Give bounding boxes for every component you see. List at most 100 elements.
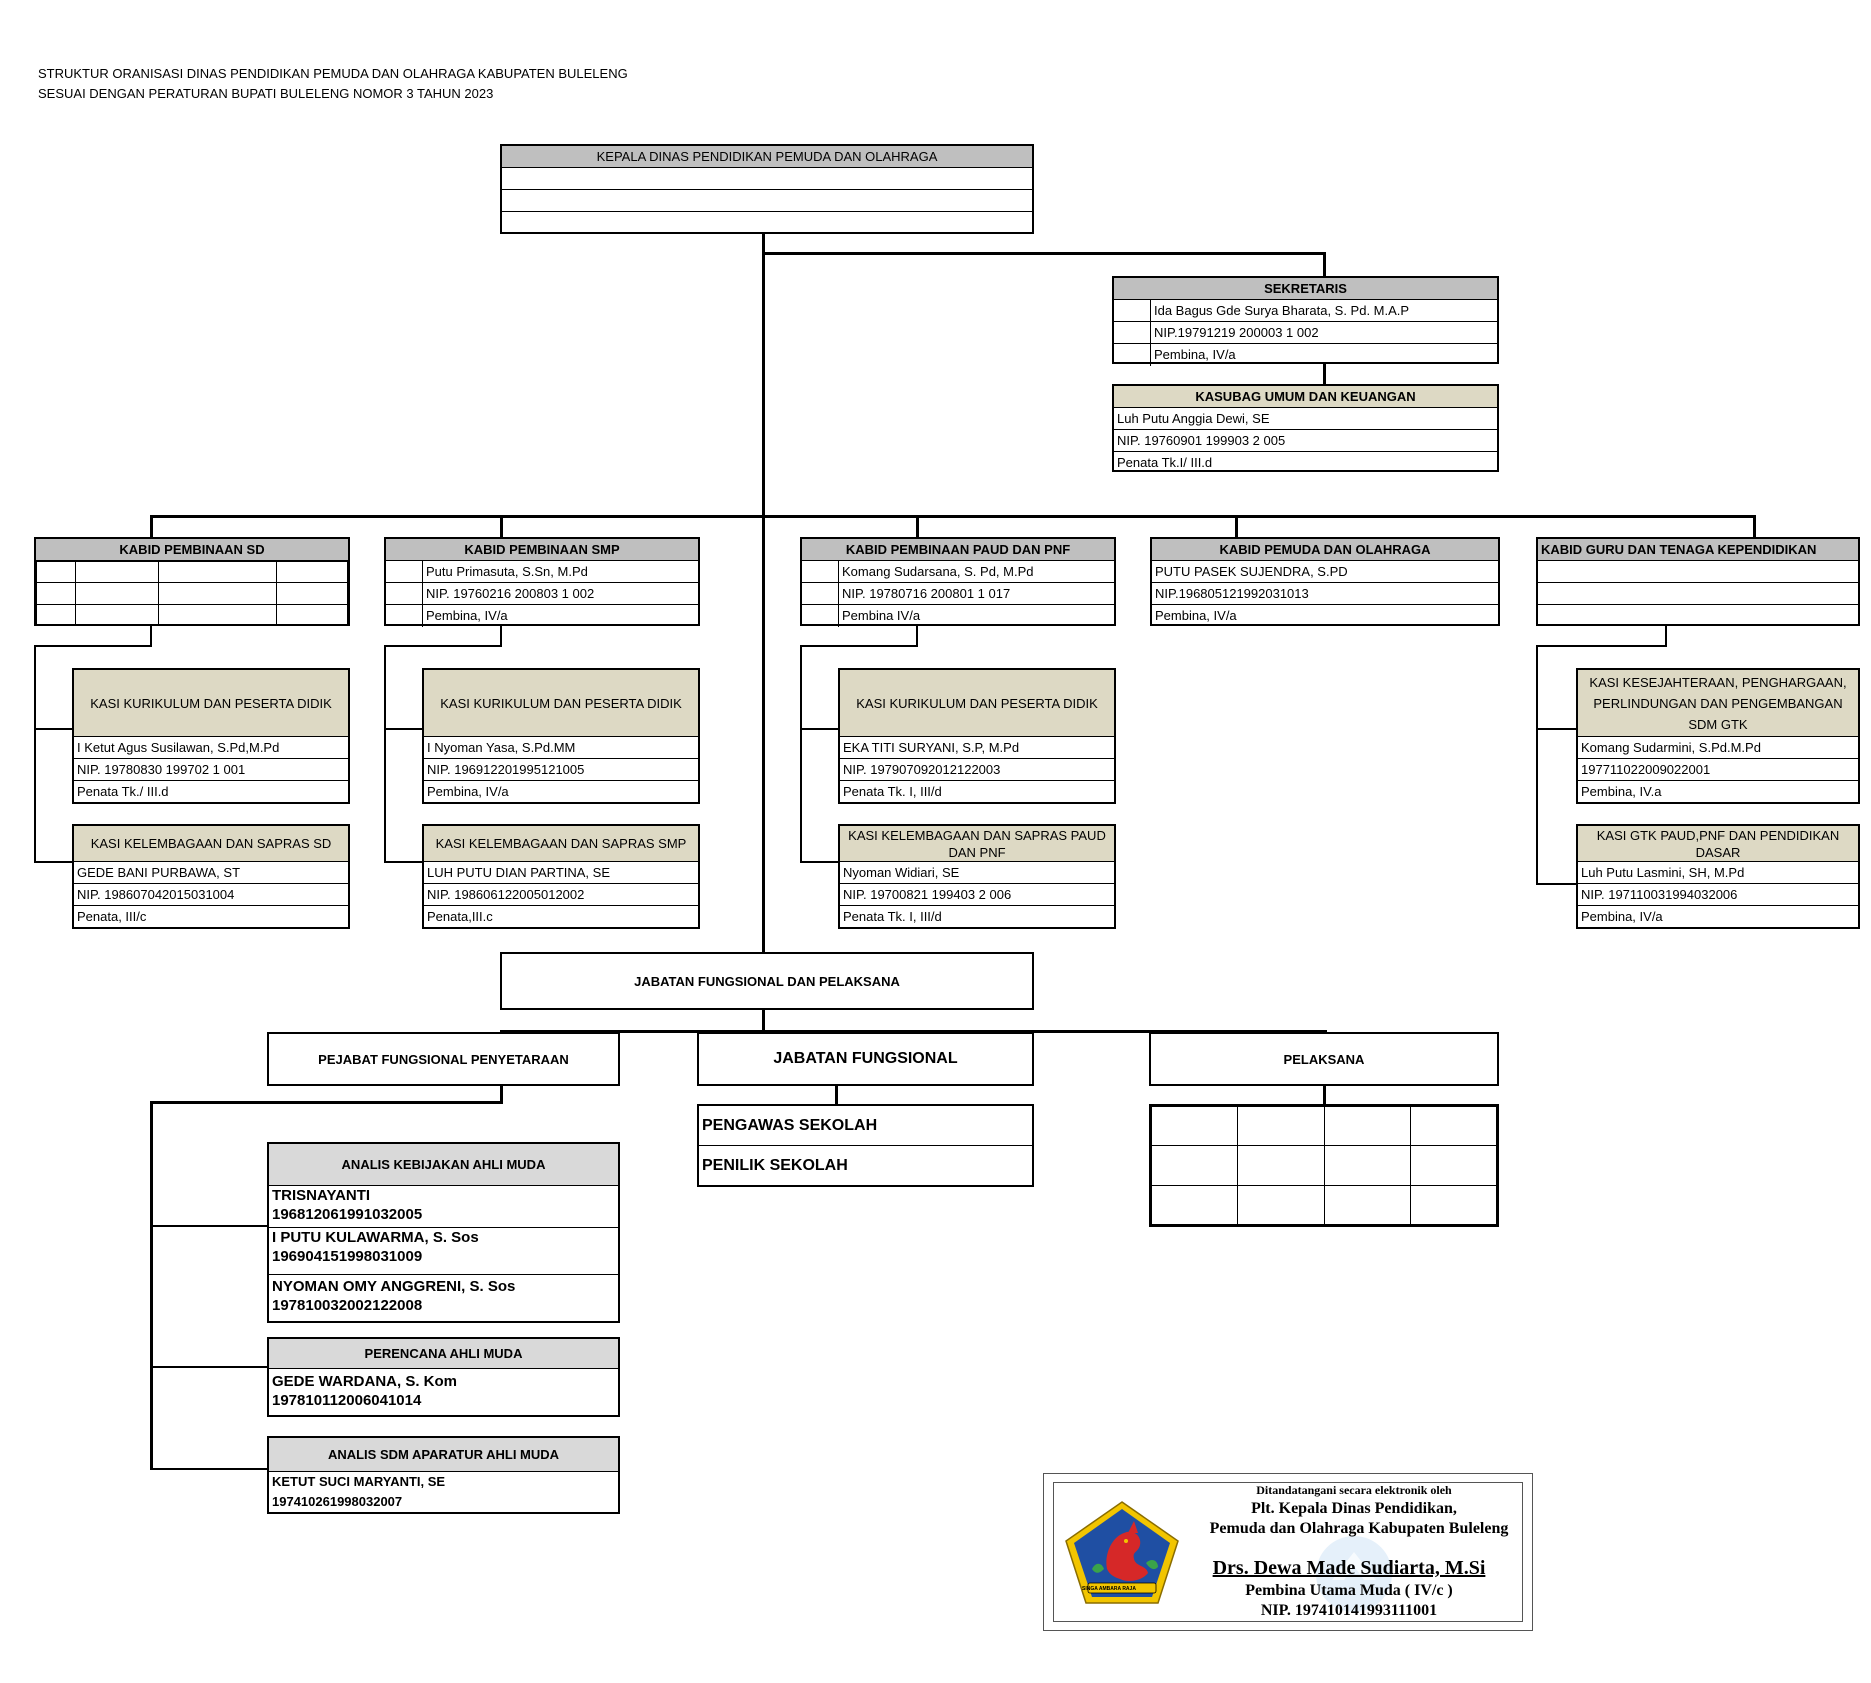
kabid-sd-title: KABID PEMBINAAN SD: [36, 539, 348, 561]
kasi-sd-kurikulum-nip: NIP. 19780830 199702 1 001: [74, 759, 348, 781]
kasi-guru-gtk-nip: NIP. 197110031994032006: [1578, 884, 1858, 906]
kabid-pemuda-title: KABID PEMUDA DAN OLAHRAGA: [1152, 539, 1498, 561]
jabatan-fungsional-list: PENGAWAS SEKOLAH PENILIK SEKOLAH: [697, 1104, 1034, 1187]
perencana-title: PERENCANA AHLI MUDA: [269, 1339, 618, 1369]
kasi-smp-kelembagaan-nip: NIP. 198606122005012002: [424, 884, 698, 906]
kasi-paud-kurikulum-title: KASI KURIKULUM DAN PESERTA DIDIK: [840, 670, 1114, 737]
kepala-dinas-box: KEPALA DINAS PENDIDIKAN PEMUDA DAN OLAHR…: [500, 144, 1034, 234]
sekretaris-name: Ida Bagus Gde Surya Bharata, S. Pd. M.A.…: [1154, 303, 1410, 318]
kabid-smp-name: Putu Primasuta, S.Sn, M.Pd: [426, 564, 588, 579]
kabid-paud-nip: NIP. 19780716 200801 1 017: [842, 586, 1011, 601]
kasi-sd-kurikulum-name: I Ketut Agus Susilawan, S.Pd,M.Pd: [74, 737, 348, 759]
pejabat-fungsional-label: PEJABAT FUNGSIONAL PENYETARAAN: [318, 1051, 569, 1067]
kasi-paud-kurikulum-box: KASI KURIKULUM DAN PESERTA DIDIK EKA TIT…: [838, 668, 1116, 804]
kabid-smp-box: KABID PEMBINAAN SMP Putu Primasuta, S.Sn…: [384, 537, 700, 627]
jabatan-fungsional-box: JABATAN FUNGSIONAL: [697, 1032, 1034, 1086]
fungsional-main-box: JABATAN FUNGSIONAL DAN PELAKSANA: [500, 952, 1034, 1010]
analis-kebijakan-title: ANALIS KEBIJAKAN AHLI MUDA: [269, 1144, 618, 1186]
kepala-dinas-title: KEPALA DINAS PENDIDIKAN PEMUDA DAN OLAHR…: [502, 146, 1032, 168]
kasi-sd-kelembagaan-nip: NIP. 198607042015031004: [74, 884, 348, 906]
kasi-smp-kurikulum-name: I Nyoman Yasa, S.Pd.MM: [424, 737, 698, 759]
signature-line2: Plt. Kepala Dinas Pendidikan,: [1251, 1500, 1457, 1517]
kabid-paud-title: KABID PEMBINAAN PAUD DAN PNF: [802, 539, 1114, 561]
analis-kebijakan-person-2: I PUTU KULAWARMA, S. Sos 196904151998031…: [269, 1228, 618, 1275]
kasi-smp-kurikulum-nip: NIP. 196912201995121005: [424, 759, 698, 781]
kasubag-box: KASUBAG UMUM DAN KEUANGAN Luh Putu Anggi…: [1112, 384, 1499, 472]
kasi-smp-kurikulum-rank: Pembina, IV/a: [427, 784, 509, 799]
kasi-paud-kurikulum-rank: Penata Tk. I, III/d: [843, 784, 942, 799]
pelaksana-box: PELAKSANA: [1149, 1032, 1499, 1086]
kasi-guru-kesejahteraan-nip: 197711022009022001: [1578, 759, 1858, 781]
kasubag-rank: Penata Tk.I/ III.d: [1117, 455, 1213, 470]
kabid-smp-title: KABID PEMBINAAN SMP: [386, 539, 698, 561]
buleleng-seal-icon: [1065, 1501, 1179, 1604]
kasi-sd-kurikulum-rank: Penata Tk./ III.d: [77, 784, 169, 799]
kasi-smp-kelembagaan-box: KASI KELEMBAGAAN DAN SAPRAS SMP LUH PUTU…: [422, 824, 700, 929]
kabid-pemuda-name: PUTU PASEK SUJENDRA, S.PD: [1152, 561, 1498, 583]
kasi-guru-gtk-rank: Pembina, IV/a: [1581, 909, 1663, 924]
kasi-guru-kesejahteraan-name: Komang Sudarmini, S.Pd.M.Pd: [1578, 737, 1858, 759]
sekretaris-box: SEKRETARIS Ida Bagus Gde Surya Bharata, …: [1112, 276, 1499, 366]
kasi-sd-kelembagaan-box: KASI KELEMBAGAAN DAN SAPRAS SD GEDE BANI…: [72, 824, 350, 929]
signature-line1: Ditandatangani secara elektronik oleh: [1256, 1483, 1452, 1497]
kasi-guru-gtk-title: KASI GTK PAUD,PNF DAN PENDIDIKAN DASAR: [1578, 826, 1858, 862]
jabatan-fungsional-label: JABATAN FUNGSIONAL: [773, 1050, 958, 1067]
pelaksana-label: PELAKSANA: [1283, 1051, 1365, 1067]
kasubag-nip: NIP. 19760901 199903 2 005: [1114, 430, 1497, 452]
kabid-pemuda-nip: NIP.196805121992031013: [1152, 583, 1498, 605]
kabid-pemuda-box: KABID PEMUDA DAN OLAHRAGA PUTU PASEK SUJ…: [1150, 537, 1500, 626]
watermark-icon: [1316, 1536, 1392, 1612]
kasi-paud-kelembagaan-title: KASI KELEMBAGAAN DAN SAPRAS PAUD DAN PNF: [840, 826, 1114, 862]
pengawas-sekolah: PENGAWAS SEKOLAH: [699, 1106, 1032, 1146]
kasi-guru-kesejahteraan-box: KASI KESEJAHTERAAN, PENGHARGAAN, PERLIND…: [1576, 668, 1860, 804]
kasi-paud-kurikulum-nip: NIP. 197907092012122003: [840, 759, 1114, 781]
signature-name: Drs. Dewa Made Sudiarta, M.Si: [1212, 1557, 1486, 1579]
kabid-paud-rank: Pembina IV/a: [842, 608, 921, 623]
seal-text: SINGA AMBARA RAJA: [1082, 1586, 1136, 1592]
kabid-pemuda-rank: Pembina, IV/a: [1155, 608, 1237, 623]
sekretaris-rank: Pembina, IV/a: [1154, 347, 1236, 362]
signature-block: SINGA AMBARA RAJA Ditandatangani secara …: [1043, 1473, 1533, 1631]
kasi-guru-kesejahteraan-rank: Pembina, IV.a: [1581, 784, 1662, 799]
analis-sdm-title: ANALIS SDM APARATUR AHLI MUDA: [269, 1438, 618, 1472]
doc-title-line2: SESUAI DENGAN PERATURAN BUPATI BULELENG …: [38, 86, 494, 101]
kasi-paud-kurikulum-name: EKA TITI SURYANI, S.P, M.Pd: [840, 737, 1114, 759]
signature-line3: Pemuda dan Olahraga Kabupaten Buleleng: [1209, 1520, 1509, 1537]
kasi-guru-gtk-name: Luh Putu Lasmini, SH, M.Pd: [1578, 862, 1858, 884]
penilik-sekolah: PENILIK SEKOLAH: [702, 1157, 848, 1174]
analis-sdm-box: ANALIS SDM APARATUR AHLI MUDA KETUT SUCI…: [267, 1436, 620, 1514]
kabid-smp-rank: Pembina, IV/a: [426, 608, 508, 623]
kabid-guru-title: KABID GURU DAN TENAGA KEPENDIDIKAN: [1538, 539, 1858, 561]
kasi-paud-kelembagaan-box: KASI KELEMBAGAAN DAN SAPRAS PAUD DAN PNF…: [838, 824, 1116, 929]
kasi-sd-kurikulum-box: KASI KURIKULUM DAN PESERTA DIDIK I Ketut…: [72, 668, 350, 804]
analis-kebijakan-person-3: NYOMAN OMY ANGGRENI, S. Sos 197810032002…: [272, 1278, 516, 1314]
sekretaris-title: SEKRETARIS: [1114, 278, 1497, 300]
signature-nip: NIP. 197410141993111001: [1260, 1602, 1438, 1619]
kasi-smp-kurikulum-box: KASI KURIKULUM DAN PESERTA DIDIK I Nyoma…: [422, 668, 700, 804]
analis-kebijakan-box: ANALIS KEBIJAKAN AHLI MUDA TRISNAYANTI 1…: [267, 1142, 620, 1323]
kabid-paud-name: Komang Sudarsana, S. Pd, M.Pd: [842, 564, 1034, 579]
fungsional-main-label: JABATAN FUNGSIONAL DAN PELAKSANA: [634, 973, 900, 989]
kabid-smp-nip: NIP. 19760216 200803 1 002: [426, 586, 595, 601]
kasi-paud-kelembagaan-name: Nyoman Widiari, SE: [840, 862, 1114, 884]
pejabat-fungsional-box: PEJABAT FUNGSIONAL PENYETARAAN: [267, 1032, 620, 1086]
kasi-sd-kelembagaan-title: KASI KELEMBAGAAN DAN SAPRAS SD: [74, 826, 348, 862]
kasi-sd-kelembagaan-name: GEDE BANI PURBAWA, ST: [74, 862, 348, 884]
sekretaris-nip: NIP.19791219 200003 1 002: [1154, 325, 1319, 340]
perencana-box: PERENCANA AHLI MUDA GEDE WARDANA, S. Kom…: [267, 1337, 620, 1417]
kasi-guru-kesejahteraan-title: KASI KESEJAHTERAAN, PENGHARGAAN, PERLIND…: [1578, 670, 1858, 737]
kasi-sd-kurikulum-title: KASI KURIKULUM DAN PESERTA DIDIK: [74, 670, 348, 737]
kasi-sd-kelembagaan-rank: Penata, III/c: [77, 909, 147, 924]
kasubag-title: KASUBAG UMUM DAN KEUANGAN: [1114, 386, 1497, 408]
analis-kebijakan-person-1: TRISNAYANTI 196812061991032005: [269, 1186, 618, 1228]
pelaksana-grid: [1149, 1104, 1499, 1227]
kabid-guru-box: KABID GURU DAN TENAGA KEPENDIDIKAN: [1536, 537, 1860, 626]
kasi-guru-gtk-box: KASI GTK PAUD,PNF DAN PENDIDIKAN DASAR L…: [1576, 824, 1860, 929]
kasi-smp-kelembagaan-rank: Penata,III.c: [427, 909, 493, 924]
kasi-paud-kelembagaan-nip: NIP. 19700821 199403 2 006: [840, 884, 1114, 906]
kasi-smp-kurikulum-title: KASI KURIKULUM DAN PESERTA DIDIK: [424, 670, 698, 737]
doc-title-line1: STRUKTUR ORANISASI DINAS PENDIDIKAN PEMU…: [38, 66, 628, 81]
kasi-smp-kelembagaan-title: KASI KELEMBAGAAN DAN SAPRAS SMP: [424, 826, 698, 862]
analis-sdm-person: KETUT SUCI MARYANTI, SE 1974102619980320…: [272, 1474, 446, 1509]
kabid-paud-box: KABID PEMBINAAN PAUD DAN PNF Komang Suda…: [800, 537, 1116, 627]
